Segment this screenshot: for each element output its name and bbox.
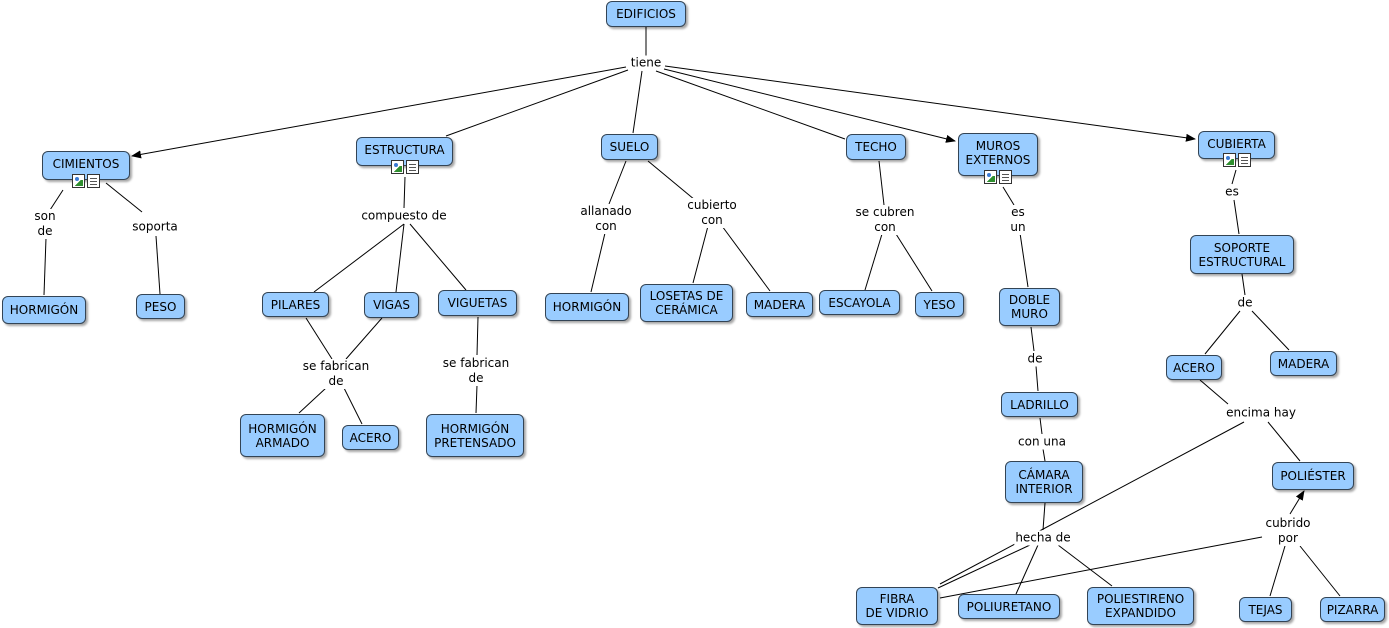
document-resource-icon[interactable] bbox=[1237, 153, 1251, 167]
node-label: PILARES bbox=[270, 297, 321, 312]
link-label-se-cubren-con[interactable]: se cubren con bbox=[854, 205, 916, 235]
node-label: POLIESTIRENO EXPANDIDO bbox=[1096, 592, 1185, 620]
node-label: ESCAYOLA bbox=[828, 295, 891, 310]
link-label-encima-hay[interactable]: encima hay bbox=[1225, 405, 1297, 421]
node-cubierta[interactable]: CUBIERTA bbox=[1198, 131, 1275, 167]
node-label: MUROS EXTERNOS bbox=[965, 139, 1031, 167]
node-label: CÁMARA INTERIOR bbox=[1015, 468, 1073, 496]
node-peso[interactable]: PESO bbox=[136, 294, 185, 319]
node-label: MADERA bbox=[1277, 356, 1330, 371]
node-label: VIGAS bbox=[373, 298, 410, 312]
link-label-cubrido-por[interactable]: cubrido por bbox=[1264, 516, 1312, 546]
node-label: POLIURETANO bbox=[966, 599, 1052, 614]
node-madera-suelo[interactable]: MADERA bbox=[746, 292, 813, 317]
node-hormigon-cimientos[interactable]: HORMIGÓN bbox=[2, 296, 86, 324]
node-label: CUBIERTA bbox=[1207, 137, 1266, 151]
node-label: TEJAS bbox=[1248, 602, 1283, 617]
node-label: LADRILLO bbox=[1010, 397, 1069, 412]
node-edificios[interactable]: EDIFICIOS bbox=[606, 1, 686, 27]
node-label: CIMIENTOS bbox=[52, 157, 120, 171]
node-pizarra[interactable]: PIZARRA bbox=[1320, 597, 1385, 622]
node-label: HORMIGÓN PRETENSADO bbox=[434, 421, 516, 450]
node-label: HORMIGÓN bbox=[9, 303, 79, 317]
node-label: ESTRUCTURA bbox=[364, 143, 445, 157]
node-label: FIBRA DE VIDRIO bbox=[865, 592, 929, 620]
node-poliester[interactable]: POLIÉSTER bbox=[1272, 462, 1354, 490]
node-label: EDIFICIOS bbox=[616, 7, 676, 21]
node-vigas[interactable]: VIGAS bbox=[364, 292, 419, 318]
node-hormigon-suelo[interactable]: HORMIGÓN bbox=[545, 293, 629, 321]
node-label: TECHO bbox=[855, 140, 897, 154]
node-escayola[interactable]: ESCAYOLA bbox=[819, 290, 900, 315]
node-ladrillo[interactable]: LADRILLO bbox=[1001, 392, 1078, 417]
image-resource-icon[interactable] bbox=[72, 174, 85, 188]
document-resource-icon[interactable] bbox=[87, 174, 100, 188]
node-label: VIGUETAS bbox=[447, 296, 508, 310]
node-fibra-de-vidrio[interactable]: FIBRA DE VIDRIO bbox=[856, 587, 938, 625]
node-acero-estructura[interactable]: ACERO bbox=[342, 425, 399, 450]
node-label: ACERO bbox=[1173, 360, 1215, 375]
node-label: POLIÉSTER bbox=[1280, 469, 1346, 483]
node-estructura[interactable]: ESTRUCTURA bbox=[356, 137, 453, 174]
node-label: DOBLE MURO bbox=[1008, 293, 1051, 321]
image-resource-icon[interactable] bbox=[1222, 153, 1236, 167]
link-label-se-fabrican-de[interactable]: se fabrican de bbox=[301, 359, 371, 389]
node-label: SOPORTE ESTRUCTURAL bbox=[1198, 240, 1286, 269]
node-cimientos[interactable]: CIMIENTOS bbox=[42, 151, 130, 188]
node-label: PIZARRA bbox=[1326, 602, 1379, 617]
link-label-de[interactable]: de bbox=[1026, 351, 1044, 367]
node-soporte-estructural[interactable]: SOPORTE ESTRUCTURAL bbox=[1190, 235, 1294, 274]
document-resource-icon[interactable] bbox=[999, 170, 1012, 184]
node-camara-interior[interactable]: CÁMARA INTERIOR bbox=[1005, 461, 1083, 503]
link-label-cubierto-con[interactable]: cubierto con bbox=[686, 198, 738, 228]
node-label: HORMIGÓN bbox=[552, 300, 622, 314]
node-label: MADERA bbox=[753, 297, 806, 312]
link-label-compuesto-de[interactable]: compuesto de bbox=[360, 208, 448, 224]
node-madera-cubierta[interactable]: MADERA bbox=[1270, 351, 1337, 376]
link-label-son-de[interactable]: son de bbox=[33, 209, 57, 239]
image-resource-icon[interactable] bbox=[984, 170, 997, 184]
node-label: PESO bbox=[144, 299, 177, 314]
node-pilares[interactable]: PILARES bbox=[262, 292, 329, 317]
node-muros-externos[interactable]: MUROS EXTERNOS bbox=[958, 133, 1038, 184]
link-label-es-un[interactable]: es un bbox=[1009, 205, 1027, 235]
node-doble-muro[interactable]: DOBLE MURO bbox=[999, 288, 1060, 326]
node-hormigon-pretensado[interactable]: HORMIGÓN PRETENSADO bbox=[426, 414, 524, 457]
node-yeso[interactable]: YESO bbox=[915, 292, 964, 317]
node-hormigon-armado[interactable]: HORMIGÓN ARMADO bbox=[240, 414, 325, 457]
node-label: YESO bbox=[923, 297, 956, 312]
node-label: HORMIGÓN ARMADO bbox=[248, 421, 317, 450]
node-tejas[interactable]: TEJAS bbox=[1239, 597, 1292, 622]
node-techo[interactable]: TECHO bbox=[846, 134, 906, 160]
document-resource-icon[interactable] bbox=[405, 160, 419, 174]
link-label-tiene[interactable]: tiene bbox=[629, 55, 663, 71]
node-acero-cubierta[interactable]: ACERO bbox=[1166, 355, 1222, 380]
node-label: SUELO bbox=[609, 140, 650, 154]
link-label-soporta[interactable]: soporta bbox=[131, 219, 179, 235]
node-poliestireno-expandido[interactable]: POLIESTIRENO EXPANDIDO bbox=[1087, 587, 1194, 625]
link-label-con-una[interactable]: con una bbox=[1017, 434, 1067, 450]
link-label-de[interactable]: de bbox=[1236, 295, 1254, 311]
node-losetas-ceramica[interactable]: LOSETAS DE CERÁMICA bbox=[640, 284, 733, 322]
node-poliuretano[interactable]: POLIURETANO bbox=[958, 594, 1060, 619]
image-resource-icon[interactable] bbox=[390, 160, 404, 174]
link-label-se-fabrican-de[interactable]: se fabrican de bbox=[441, 356, 511, 386]
node-suelo[interactable]: SUELO bbox=[601, 134, 658, 160]
node-viguetas[interactable]: VIGUETAS bbox=[438, 290, 517, 316]
link-label-allanado-con[interactable]: allanado con bbox=[579, 204, 633, 234]
node-label: LOSETAS DE CERÁMICA bbox=[649, 289, 724, 317]
link-label-hecha-de[interactable]: hecha de bbox=[1014, 530, 1072, 546]
node-label: ACERO bbox=[349, 430, 392, 445]
link-label-es[interactable]: es bbox=[1224, 184, 1240, 200]
